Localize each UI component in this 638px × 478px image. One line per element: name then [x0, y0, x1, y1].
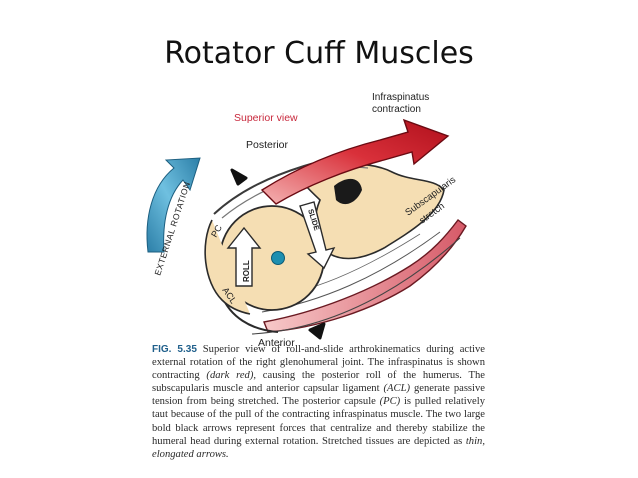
anterior-label: Anterior	[258, 337, 295, 349]
posterior-label: Posterior	[246, 139, 289, 151]
figure-caption: FIG. 5.35 Superior view of roll-and-slid…	[152, 343, 485, 461]
infraspinatus-muscle	[260, 118, 450, 205]
caption-text: Superior view of roll-and-slide arthroki…	[152, 344, 486, 382]
figure-label: FIG. 5.35	[152, 344, 197, 355]
caption-italic: (PC)	[379, 396, 401, 408]
roll-arrow	[226, 226, 262, 287]
anterior-force-arrow	[308, 322, 326, 340]
roll-label: ROLL	[242, 260, 251, 282]
caption-text: is pulled relatively taut because of the…	[152, 396, 485, 447]
caption-italic: (dark red),	[206, 370, 257, 382]
posterior-force-arrow	[230, 168, 248, 186]
slide-title: Rotator Cuff Muscles	[164, 36, 474, 71]
caption-text: causing the posterior roll of the humeru…	[152, 370, 485, 395]
glenoid-notch	[334, 178, 362, 205]
external-rotation-arrow	[146, 157, 201, 253]
capsule-outline	[204, 219, 251, 315]
caption-italic: (ACL)	[383, 383, 410, 395]
rotation-center-dot	[271, 251, 285, 265]
caption-text: generate passive tension from being stre…	[152, 383, 486, 408]
infraspinatus-label: Infraspinatus	[372, 92, 429, 103]
caption-italic: thin, elongated arrows.	[152, 435, 485, 460]
contraction-label: contraction	[372, 104, 421, 115]
superior-view-label: Superior view	[234, 112, 298, 124]
subscapularis-muscle	[263, 219, 467, 333]
slide-arrow	[299, 201, 336, 270]
